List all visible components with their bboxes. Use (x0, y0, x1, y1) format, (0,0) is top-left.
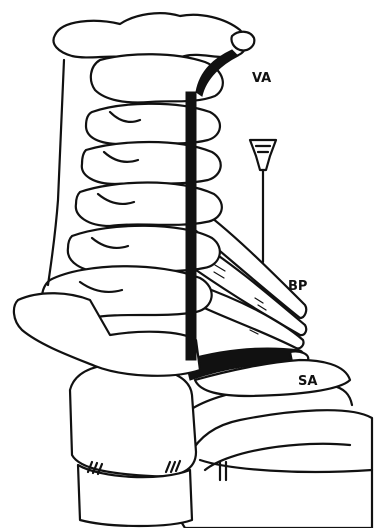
brachial-plexus (195, 205, 306, 348)
plexus-cord-3 (198, 285, 303, 348)
needle-icon (250, 140, 276, 262)
c3-vertebra (86, 104, 220, 144)
c5-vertebra (76, 183, 222, 227)
needle-hub (250, 140, 276, 170)
c4-vertebra (82, 142, 221, 184)
label-bp: BP (288, 279, 307, 294)
lower-vertebral-body (70, 364, 196, 476)
label-sa: SA (298, 374, 317, 389)
vertebral-body-front (48, 60, 64, 285)
vertebral-artery-path (186, 92, 196, 360)
vertebral-artery-tip (231, 32, 254, 51)
c6-vertebra (68, 226, 220, 272)
label-va: VA (252, 71, 271, 86)
subclavian-artery (185, 348, 350, 396)
